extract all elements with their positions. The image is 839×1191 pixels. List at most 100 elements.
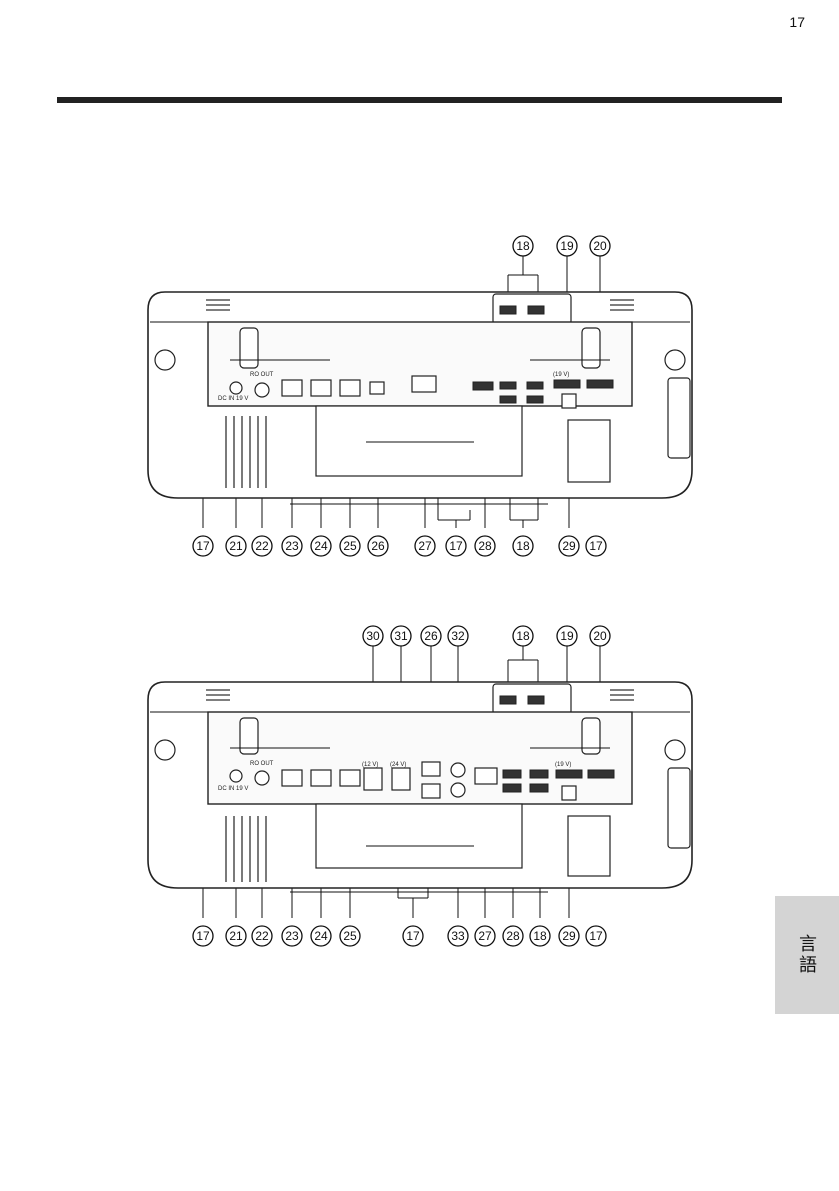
power-button <box>562 394 576 408</box>
svg-text:21: 21 <box>229 539 243 553</box>
rear-port-panel <box>208 322 632 406</box>
display-port <box>370 382 384 394</box>
svg-text:28: 28 <box>478 539 492 553</box>
svg-text:27: 27 <box>418 539 432 553</box>
rear-view-diagram-top: DC IN 19 V RO OUT (19 V) 18 19 20 17 21 … <box>0 230 839 570</box>
ro-out-port <box>255 383 269 397</box>
svg-text:20: 20 <box>593 629 607 643</box>
side-knob-right-2 <box>665 740 685 760</box>
serial-port-6 <box>340 770 360 786</box>
callout-bottom-row-2: 17 21 22 23 24 25 17 33 27 28 18 29 17 <box>193 926 606 946</box>
powered-usb-label: (19 V) <box>553 372 569 378</box>
lower-cover-2 <box>316 804 522 868</box>
cable-post-right-2 <box>582 718 600 754</box>
svg-text:17: 17 <box>449 539 463 553</box>
usb-port-f <box>530 784 548 792</box>
serial-port-3 <box>340 380 360 396</box>
usb3-port <box>473 382 493 390</box>
usb-port-b <box>527 382 543 389</box>
ro-out-label-2: RO OUT <box>250 761 274 767</box>
powered-usb-24v <box>392 768 410 790</box>
svg-text:25: 25 <box>343 539 357 553</box>
top-usb-port-2 <box>528 306 544 314</box>
svg-text:26: 26 <box>371 539 385 553</box>
serial-port-4 <box>282 770 302 786</box>
side-knob-right <box>665 350 685 370</box>
svg-text:29: 29 <box>562 929 576 943</box>
svg-text:33: 33 <box>451 929 465 943</box>
dc-in-port-2 <box>230 770 242 782</box>
rear-view-diagram-bottom: DC IN 19 V RO OUT (12 V) (24 V) (19 V) 3… <box>0 620 839 960</box>
svg-text:28: 28 <box>506 929 520 943</box>
side-slot-right <box>668 378 690 458</box>
usb-port-c <box>500 396 516 403</box>
top-usb-port-1 <box>500 306 516 314</box>
svg-text:30: 30 <box>366 629 380 643</box>
top-rule <box>57 97 782 103</box>
audio-jack-2 <box>451 783 465 797</box>
language-side-tab: 言語 <box>775 896 839 1014</box>
serial-port-5 <box>311 770 331 786</box>
svg-text:24: 24 <box>314 539 328 553</box>
callout-top-row: 18 19 20 <box>513 236 610 256</box>
callout-bottom-row: 17 21 22 23 24 25 26 27 17 28 18 29 17 <box>193 536 606 556</box>
svg-text:18: 18 <box>516 239 530 253</box>
side-slot-right-2 <box>668 768 690 848</box>
usb3-port-3 <box>503 784 521 792</box>
svg-text:17: 17 <box>406 929 420 943</box>
lower-cover <box>316 406 522 476</box>
svg-text:23: 23 <box>285 539 299 553</box>
svg-text:19: 19 <box>560 629 574 643</box>
display-port-3 <box>422 784 440 798</box>
svg-text:18: 18 <box>533 929 547 943</box>
powered-usb-port-2 <box>587 380 613 388</box>
svg-text:18: 18 <box>516 539 530 553</box>
svg-text:22: 22 <box>255 929 269 943</box>
dc-in-port <box>230 382 242 394</box>
usb-port-d <box>527 396 543 403</box>
serial-port-1 <box>282 380 302 396</box>
svg-text:21: 21 <box>229 929 243 943</box>
svg-text:17: 17 <box>589 929 603 943</box>
lan-port-2 <box>475 768 497 784</box>
port-24v-label: (24 V) <box>390 762 406 768</box>
audio-jack-1 <box>451 763 465 777</box>
svg-text:23: 23 <box>285 929 299 943</box>
powered-usb-port <box>554 380 580 388</box>
usb3-port-2 <box>503 770 521 778</box>
powered-usb-port-3 <box>556 770 582 778</box>
powered-usb-label-2: (19 V) <box>555 762 571 768</box>
power-button-2 <box>562 786 576 800</box>
svg-text:19: 19 <box>560 239 574 253</box>
cable-post-left-2 <box>240 718 258 754</box>
svg-text:18: 18 <box>516 629 530 643</box>
usb-port-a <box>500 382 516 389</box>
powered-usb-port-4 <box>588 770 614 778</box>
svg-text:24: 24 <box>314 929 328 943</box>
svg-text:25: 25 <box>343 929 357 943</box>
ro-out-label: RO OUT <box>250 372 274 378</box>
ro-out-port-2 <box>255 771 269 785</box>
svg-text:32: 32 <box>451 629 465 643</box>
top-usb-port-3 <box>500 696 516 704</box>
svg-text:20: 20 <box>593 239 607 253</box>
port-12v-label: (12 V) <box>362 762 378 768</box>
dc-in-label-2: DC IN 19 V <box>218 786 248 792</box>
page-number: 17 <box>789 14 805 30</box>
side-knob-left-2 <box>155 740 175 760</box>
svg-text:31: 31 <box>394 629 408 643</box>
svg-text:27: 27 <box>478 929 492 943</box>
language-tab-label: 言語 <box>794 934 820 976</box>
usb-port-e <box>530 770 548 778</box>
cable-post-left <box>240 328 258 368</box>
serial-port-2 <box>311 380 331 396</box>
svg-text:29: 29 <box>562 539 576 553</box>
display-port-2 <box>422 762 440 776</box>
lan-port <box>412 376 436 392</box>
top-usb-port-4 <box>528 696 544 704</box>
callout-top-row-2: 30 31 26 32 18 19 20 <box>363 626 610 646</box>
vent-right <box>568 420 610 482</box>
powered-usb-12v <box>364 768 382 790</box>
svg-text:22: 22 <box>255 539 269 553</box>
cable-post-right <box>582 328 600 368</box>
